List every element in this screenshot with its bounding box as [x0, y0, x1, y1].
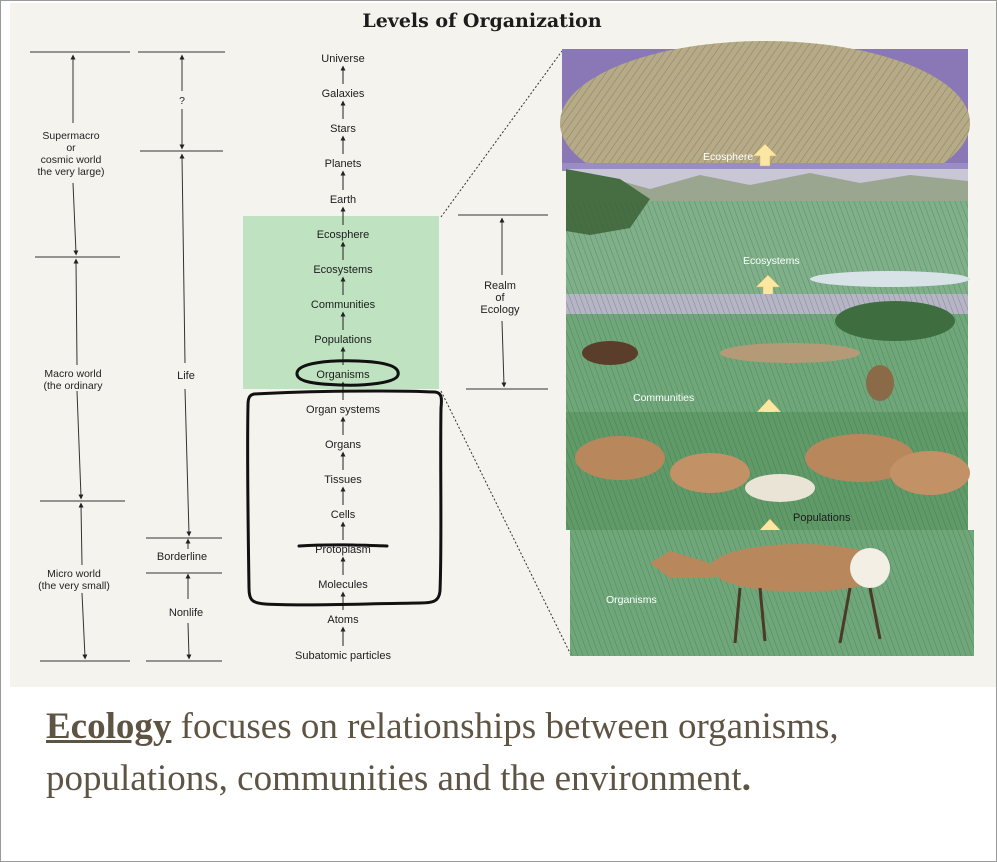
caption-line-2: populations, communities and the environ…: [46, 753, 986, 805]
levels-of-organization-figure: Levels of Organization Supermacro or cos…: [10, 3, 996, 687]
level-label: Protoplasm: [315, 544, 371, 556]
realm-label-line: of: [495, 292, 505, 304]
panel-ecosystems: Ecosystems: [566, 169, 970, 298]
life-label-unknown: ?: [179, 95, 185, 107]
scale-label-micro: Micro world (the very small): [38, 568, 110, 592]
organisms-circle: [295, 359, 400, 387]
caption-keyword: Ecology: [46, 706, 172, 747]
level-label: Cells: [331, 509, 356, 521]
level-label: Galaxies: [322, 88, 365, 100]
life-label-life: Life: [177, 370, 195, 382]
realm-of-ecology-label: Realm of Ecology: [480, 280, 520, 316]
panel-label-populations: Populations: [793, 512, 851, 524]
protoplasm-strikethrough: [297, 543, 389, 548]
panel-label-communities: Communities: [633, 392, 694, 404]
figure-canvas: Levels of Organization Supermacro or cos…: [30, 10, 974, 662]
realm-label-line: Ecology: [480, 304, 520, 316]
panel-organisms: Organisms: [570, 530, 974, 656]
panel-communities: Communities: [566, 294, 968, 425]
level-label: Organs: [325, 439, 362, 451]
caption: Ecology focuses on relationships between…: [46, 701, 986, 805]
scale-label-supermacro: Supermacro or cosmic world the very larg…: [37, 130, 104, 178]
caption-line-1: Ecology focuses on relationships between…: [46, 701, 986, 753]
life-column: [138, 51, 225, 662]
ecology-illustrations: Ecosphere Ecosystems: [560, 41, 974, 656]
level-label: Universe: [321, 53, 364, 65]
panel-label-ecosphere: Ecosphere: [703, 151, 753, 163]
scale-label-line: Macro world: [44, 368, 101, 380]
scale-label-line: (the ordinary: [44, 380, 104, 392]
scale-label-line: (the very small): [38, 580, 110, 592]
panel-ecosphere: Ecosphere: [560, 41, 970, 205]
figure-title: Levels of Organization: [362, 10, 602, 32]
scale-column: [30, 51, 130, 662]
scale-label-line: Micro world: [47, 568, 101, 580]
level-label: Molecules: [318, 579, 368, 591]
lower-levels-box: [246, 389, 443, 607]
level-label: Ecosphere: [317, 229, 370, 241]
level-label: Planets: [325, 158, 362, 170]
panel-populations: Populations: [566, 412, 970, 546]
scale-label-line: Supermacro: [42, 130, 99, 142]
level-label: Communities: [311, 299, 376, 311]
level-label: Earth: [330, 194, 356, 206]
scale-label-macro: Macro world (the ordinary: [44, 368, 104, 392]
level-label: Organ systems: [306, 404, 380, 416]
realm-label-line: Realm: [484, 280, 516, 292]
level-label: Subatomic particles: [295, 650, 391, 662]
level-label: Atoms: [327, 614, 359, 626]
up-arrow-icon: [752, 143, 778, 167]
connector-lines: [440, 50, 572, 656]
level-label: Stars: [330, 123, 356, 135]
caption-period: .: [741, 758, 751, 799]
panel-label-organisms: Organisms: [606, 594, 657, 606]
caption-text-2: populations, communities and the environ…: [46, 758, 742, 799]
life-label-nonlife: Nonlife: [169, 607, 203, 619]
scale-label-line: or: [66, 142, 76, 154]
level-labels: Universe Galaxies Stars Planets Earth Ec…: [295, 53, 391, 662]
scale-label-line: cosmic world: [41, 154, 102, 166]
level-label: Tissues: [324, 474, 362, 486]
panel-label-ecosystems: Ecosystems: [743, 255, 800, 267]
caption-text-1: focuses on relationships between organis…: [171, 706, 839, 747]
level-label: Ecosystems: [313, 264, 373, 276]
hand-annotations: [246, 359, 443, 607]
level-label: Populations: [314, 334, 372, 346]
level-label: Organisms: [316, 369, 370, 381]
life-label-borderline: Borderline: [157, 551, 207, 563]
realm-of-ecology-bracket: [458, 214, 548, 390]
scale-label-line: the very large): [37, 166, 104, 178]
